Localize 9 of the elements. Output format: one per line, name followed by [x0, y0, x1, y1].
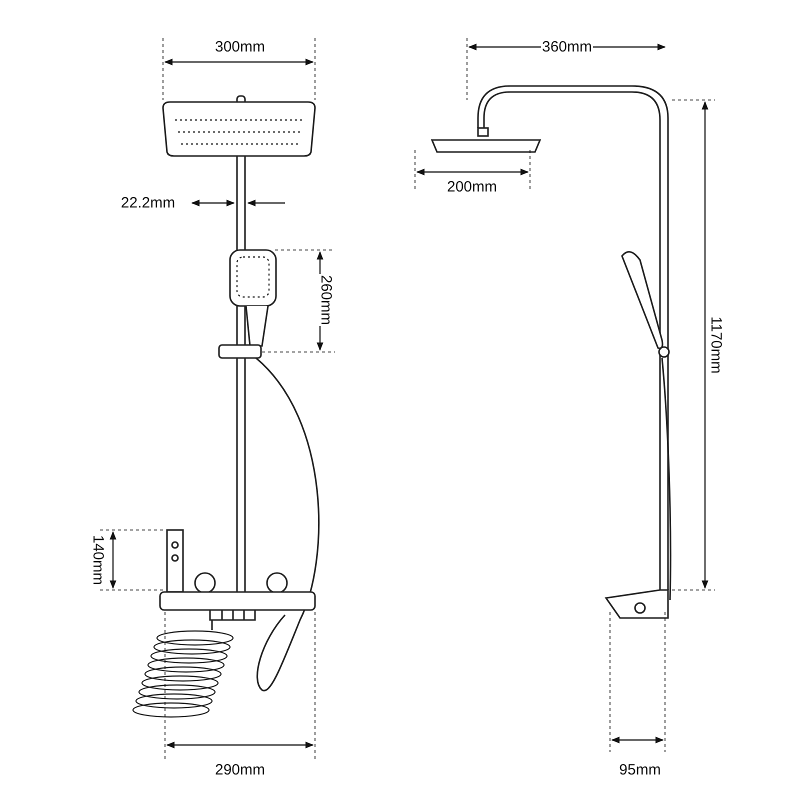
dimension-label: 300mm — [214, 40, 266, 54]
dimension-label: 140mm — [90, 534, 106, 586]
dimension-label: 360mm — [540, 40, 594, 54]
dimension-label: 95mm — [618, 762, 662, 778]
dimension-label: 1170mm — [708, 315, 724, 375]
dimension-label: 22.2mm — [120, 196, 176, 210]
dimension-label: 260mm — [318, 274, 334, 326]
dimension-label: 290mm — [214, 762, 266, 778]
dimension-label: 200mm — [446, 180, 498, 194]
